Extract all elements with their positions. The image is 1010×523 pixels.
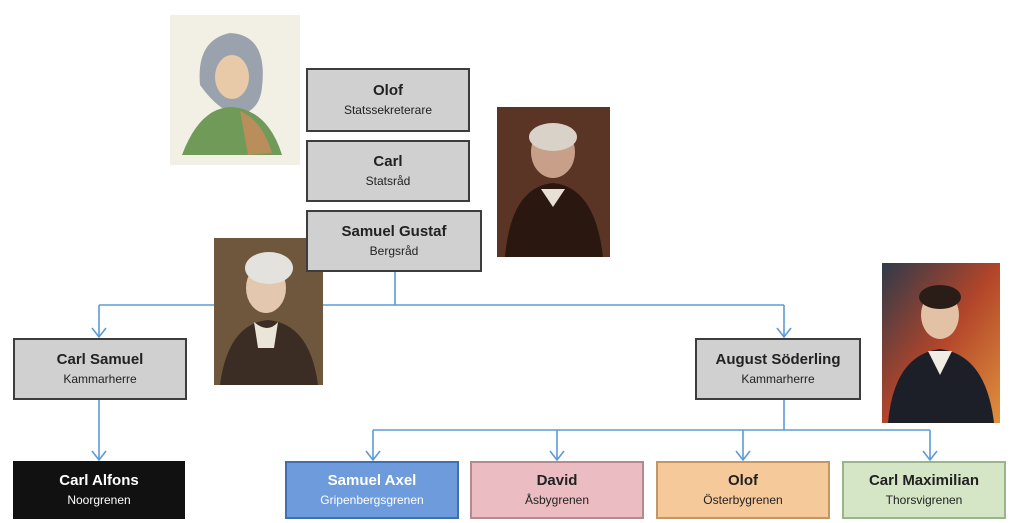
box-carl-role: Statsråd <box>365 174 411 189</box>
box-olof-role: Statssekreterare <box>343 103 433 118</box>
box-august-name: August Söderling <box>715 351 841 369</box>
portrait-carl <box>497 107 610 257</box>
box-david-role: Åsbygrenen <box>524 493 590 508</box>
box-august-role: Kammarherre <box>741 372 815 387</box>
box-samuel-gustaf: Samuel Gustaf Bergsråd <box>306 210 482 272</box>
box-carl-maximilian: Carl Maximilian Thorsvigrenen <box>842 461 1006 519</box>
box-carl-samuel: Carl Samuel Kammarherre <box>13 338 187 400</box>
portrait-samuel-gustaf <box>214 238 323 385</box>
box-samuel-axel-role: Gripenbergsgrenen <box>320 493 424 508</box>
box-carl-maximilian-role: Thorsvigrenen <box>885 493 963 508</box>
box-samuel-gustaf-role: Bergsråd <box>369 244 419 259</box>
box-samuel-axel-name: Samuel Axel <box>327 472 417 490</box>
box-carl-alfons-role: Noorgrenen <box>67 493 131 508</box>
portrait-august <box>882 263 1000 423</box>
box-olof: Olof Statssekreterare <box>306 68 470 132</box>
box-olof-osterby: Olof Österbygrenen <box>656 461 830 519</box>
box-carl: Carl Statsråd <box>306 140 470 202</box>
box-olof-name: Olof <box>373 82 403 100</box>
box-olof-osterby-role: Österbygrenen <box>703 493 783 508</box>
portrait-olof <box>170 15 300 165</box>
box-david-name: David <box>536 472 578 490</box>
box-carl-name: Carl <box>373 153 403 171</box>
box-carl-maximilian-name: Carl Maximilian <box>868 472 980 490</box>
box-samuel-axel: Samuel Axel Gripenbergsgrenen <box>285 461 459 519</box>
box-carl-alfons-name: Carl Alfons <box>59 472 139 490</box>
box-david: David Åsbygrenen <box>470 461 644 519</box>
box-carl-alfons: Carl Alfons Noorgrenen <box>13 461 185 519</box>
box-samuel-gustaf-name: Samuel Gustaf <box>341 223 447 241</box>
box-olof-osterby-name: Olof <box>728 472 758 490</box>
box-carl-samuel-role: Kammarherre <box>63 372 137 387</box>
box-august: August Söderling Kammarherre <box>695 338 861 400</box>
box-carl-samuel-name: Carl Samuel <box>56 351 144 369</box>
